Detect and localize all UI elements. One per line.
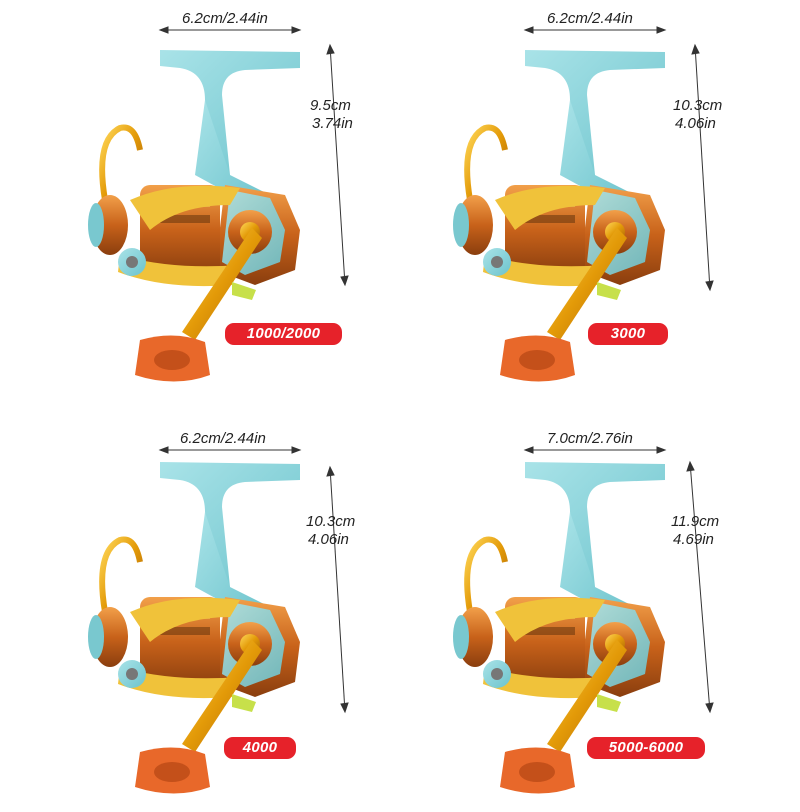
model-badge: 1000/2000 — [225, 323, 342, 345]
height-cm-label: 10.3cm — [673, 97, 723, 114]
width-label: 6.2cm/2.44in — [180, 430, 266, 447]
height-dimension-line — [326, 465, 349, 714]
height-in-label: 4.06in — [308, 531, 349, 548]
reel-image-3000 — [365, 26, 714, 400]
height-cm-label: 10.3cm — [306, 513, 356, 530]
height-cm-label: 9.5cm — [310, 97, 351, 114]
width-dimension-line — [523, 26, 667, 34]
reel-panel-4000: 6.2cm/2.44in 10.3cm 4.06in 4000 — [0, 412, 400, 812]
height-dimension-line — [326, 43, 349, 287]
reel-panel-3000: 6.2cm/2.44in 10.3cm 4.06in 3000 — [365, 0, 765, 400]
width-dimension-line — [158, 446, 302, 454]
reel-panel-5000-6000: 7.0cm/2.76in 11.9cm 4.69in 5000-6000 — [365, 412, 765, 812]
width-label: 7.0cm/2.76in — [547, 430, 633, 447]
model-badge: 5000-6000 — [587, 737, 705, 759]
width-label: 6.2cm/2.44in — [547, 10, 633, 27]
reel-image-1000-2000 — [0, 26, 349, 400]
height-dimension-line — [691, 43, 714, 292]
height-in-label: 4.06in — [675, 115, 716, 132]
height-cm-label: 11.9cm — [671, 513, 720, 530]
height-in-label: 4.69in — [673, 531, 714, 548]
model-badge: 4000 — [224, 737, 296, 759]
height-in-label: 3.74in — [312, 115, 353, 132]
width-dimension-line — [158, 26, 302, 34]
reel-image-5000-6000 — [365, 446, 714, 812]
width-dimension-line — [523, 446, 667, 454]
width-label: 6.2cm/2.44in — [182, 10, 268, 27]
height-dimension-line — [686, 460, 714, 714]
reel-image-4000 — [0, 446, 349, 812]
model-badge: 3000 — [588, 323, 668, 345]
reel-panel-1000-2000: 6.2cm/2.44in 9.5cm 3.74in 1000/2000 — [0, 0, 400, 400]
